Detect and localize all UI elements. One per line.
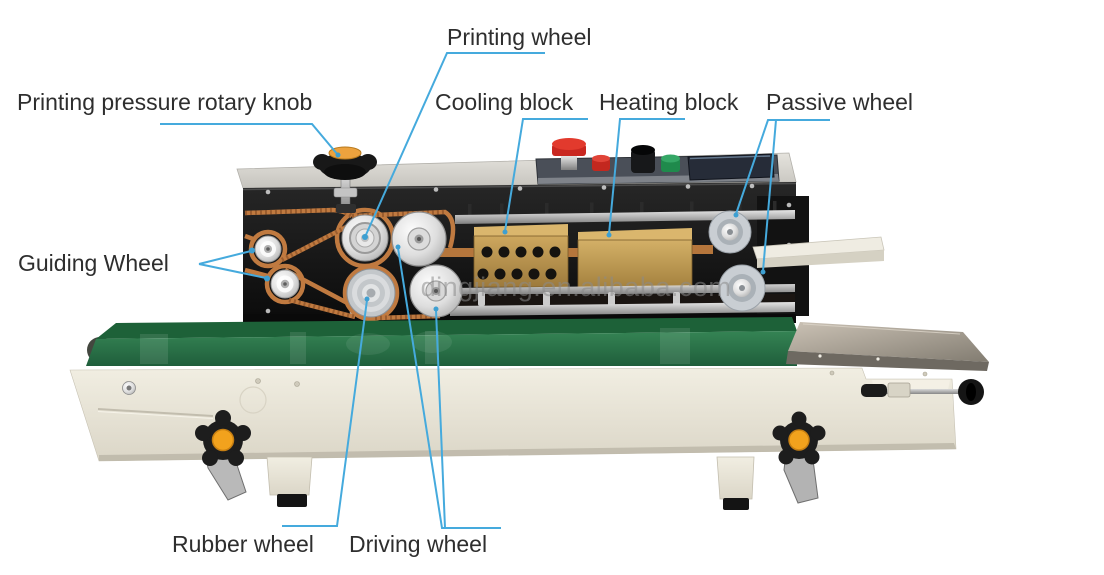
printing-pressure-knob-part (313, 146, 377, 213)
machine-foot-right (716, 456, 755, 510)
label-guiding-wheel: Guiding Wheel (18, 250, 169, 276)
red-button (592, 154, 610, 171)
passive-wheel-upper (708, 210, 752, 254)
black-switch (631, 145, 655, 173)
height-knob-left (195, 410, 251, 501)
stainless-end-plate (786, 322, 989, 371)
label-printing-wheel: Printing wheel (447, 24, 592, 50)
driving-wheel-upper (391, 211, 447, 267)
heating-block-part (577, 228, 693, 288)
label-cooling-block: Cooling block (435, 89, 574, 115)
upper-guide-rail (455, 201, 795, 224)
label-driving-wheel: Driving wheel (349, 531, 488, 557)
label-heating-block: Heating block (599, 89, 739, 115)
guiding-wheel-lower (270, 269, 300, 299)
sealing-band (440, 245, 713, 257)
emergency-stop-button (552, 138, 586, 170)
side-adjuster-rod (861, 379, 984, 405)
guiding-wheel-upper (254, 235, 282, 263)
green-button (661, 154, 680, 172)
watermark-text: dingjiang.en.alibaba.com (421, 272, 732, 302)
label-printing-pressure-rotary-knob: Printing pressure rotary knob (17, 89, 313, 115)
rubber-wheel-part (346, 268, 396, 318)
control-panel (535, 138, 780, 185)
driving-wheel-lower (409, 264, 463, 318)
output-tray (752, 236, 885, 268)
label-passive-wheel: Passive wheel (766, 89, 914, 115)
cooling-block-part (473, 224, 569, 288)
lower-guide-rail (450, 284, 795, 316)
leader-lines (160, 52, 830, 529)
machine-foot-left (266, 456, 313, 507)
height-knob-right (772, 411, 826, 504)
leader-dots (249, 152, 766, 312)
label-rubber-wheel: Rubber wheel (172, 531, 314, 557)
conveyor-belt (86, 317, 797, 366)
passive-wheel-lower (718, 264, 766, 312)
display-panel (687, 153, 775, 181)
